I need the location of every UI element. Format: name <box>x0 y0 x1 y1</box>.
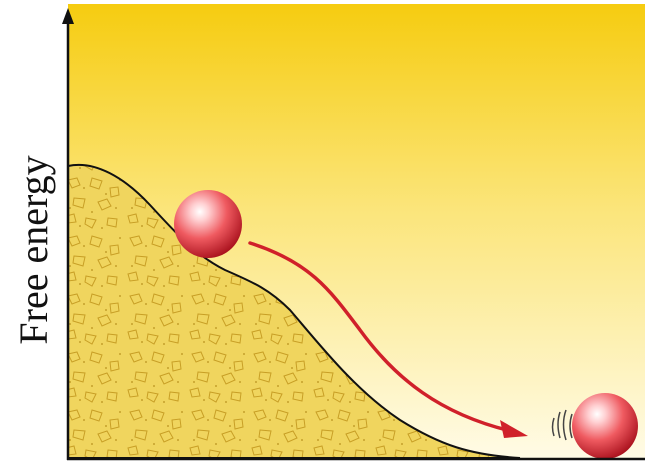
y-axis-arrowhead <box>62 8 74 24</box>
roll-arrow <box>248 241 517 434</box>
ball-top <box>174 190 242 258</box>
arrow-head <box>500 420 528 438</box>
ball-bottom <box>572 393 638 459</box>
y-axis-label: Free energy <box>11 155 56 344</box>
motion-lines <box>551 409 573 441</box>
